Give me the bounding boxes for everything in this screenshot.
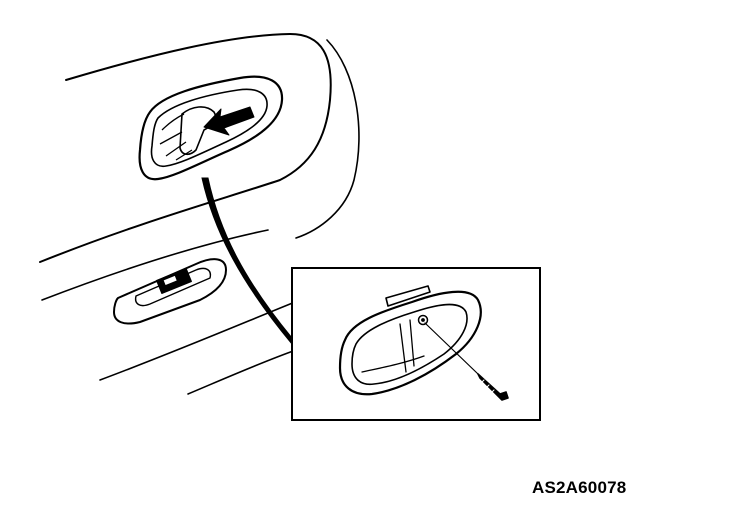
door-panel-armrest-line [99, 299, 301, 381]
screw-thread-marks [481, 379, 495, 393]
detail-bezel-outer [338, 290, 482, 396]
door-panel-outer-contour [295, 39, 360, 239]
door-panel-belt-line [41, 229, 269, 301]
screw-hole-center [421, 318, 425, 322]
detail-recess-lines [361, 319, 425, 373]
detail-trim-tab [385, 285, 431, 307]
handle-bezel-outer [138, 75, 284, 181]
detail-callout-leader [201, 177, 293, 346]
power-window-switch [113, 258, 227, 325]
figure-reference-code: AS2A60078 [532, 478, 627, 497]
handle-bezel-inner [150, 88, 268, 168]
handle-detail-view [338, 285, 509, 401]
door-panel-lower-line [187, 349, 297, 395]
screw-icon [477, 373, 509, 401]
handle-recess-shadow [159, 113, 193, 161]
detail-bezel-inner [351, 303, 468, 386]
switch-bezel-outer [113, 258, 227, 325]
pull-direction-arrow-icon [203, 106, 255, 136]
door-panel-upper-edge [39, 33, 332, 263]
screw-hole-icon [417, 314, 429, 326]
handle-lever-outline [179, 106, 217, 156]
switch-button-highlight [163, 275, 177, 286]
door-trim-panel [39, 33, 360, 395]
inside-handle-assembly [138, 75, 284, 181]
switch-bezel-inner [134, 267, 212, 307]
screw-installation-line [424, 322, 479, 375]
